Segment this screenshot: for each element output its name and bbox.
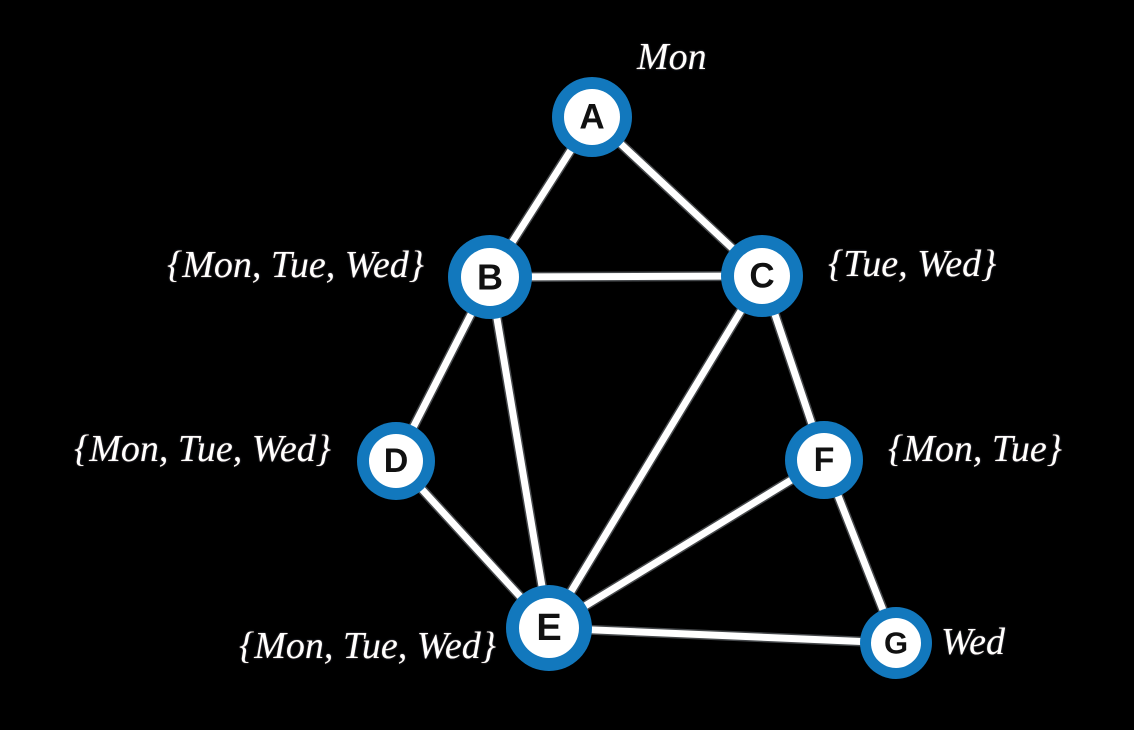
edge-c-f — [770, 309, 817, 428]
edge-d-e — [417, 484, 526, 602]
node-letter-a: A — [579, 98, 604, 137]
domain-label-g: Wed — [941, 621, 1006, 663]
domain-label-e: {Mon, Tue, Wed} — [239, 625, 496, 667]
node-g[interactable]: G — [860, 607, 932, 679]
edge-e-f — [580, 475, 796, 611]
domain-label-a: Mon — [637, 36, 707, 78]
node-letter-d: D — [384, 442, 409, 480]
node-fill-a — [564, 89, 620, 145]
node-layer: A B C D E F G — [357, 77, 932, 679]
domain-label-b: {Mon, Tue, Wed} — [167, 244, 424, 286]
edge-f-g — [833, 491, 888, 615]
edge-c-e — [566, 305, 746, 597]
node-a[interactable]: A — [552, 77, 632, 157]
edge-b-d — [408, 309, 476, 432]
node-c[interactable]: C — [721, 235, 803, 317]
node-fill-c — [734, 248, 790, 304]
node-fill-d — [369, 434, 423, 488]
node-letter-b: B — [477, 257, 503, 298]
edge-b-e — [492, 313, 546, 591]
edge-a-c — [615, 139, 738, 254]
node-letter-f: F — [814, 441, 835, 479]
node-b[interactable]: B — [448, 235, 532, 319]
node-d[interactable]: D — [357, 422, 435, 500]
node-fill-b — [461, 248, 519, 306]
node-letter-e: E — [536, 607, 561, 649]
node-letter-c: C — [749, 257, 774, 296]
edge-a-b — [507, 145, 576, 247]
node-fill-e — [519, 598, 579, 658]
node-fill-f — [797, 433, 851, 487]
domain-label-c: {Tue, Wed} — [828, 243, 997, 285]
node-f[interactable]: F — [785, 421, 863, 499]
node-e[interactable]: E — [506, 585, 592, 671]
edge-layer — [407, 137, 889, 647]
node-letter-g: G — [884, 626, 908, 661]
edge-b-c — [527, 272, 726, 281]
domain-label-d: {Mon, Tue, Wed} — [74, 428, 331, 470]
edge-e-g — [587, 626, 865, 646]
domain-label-f: {Mon, Tue} — [888, 428, 1062, 470]
node-fill-g — [871, 618, 921, 668]
